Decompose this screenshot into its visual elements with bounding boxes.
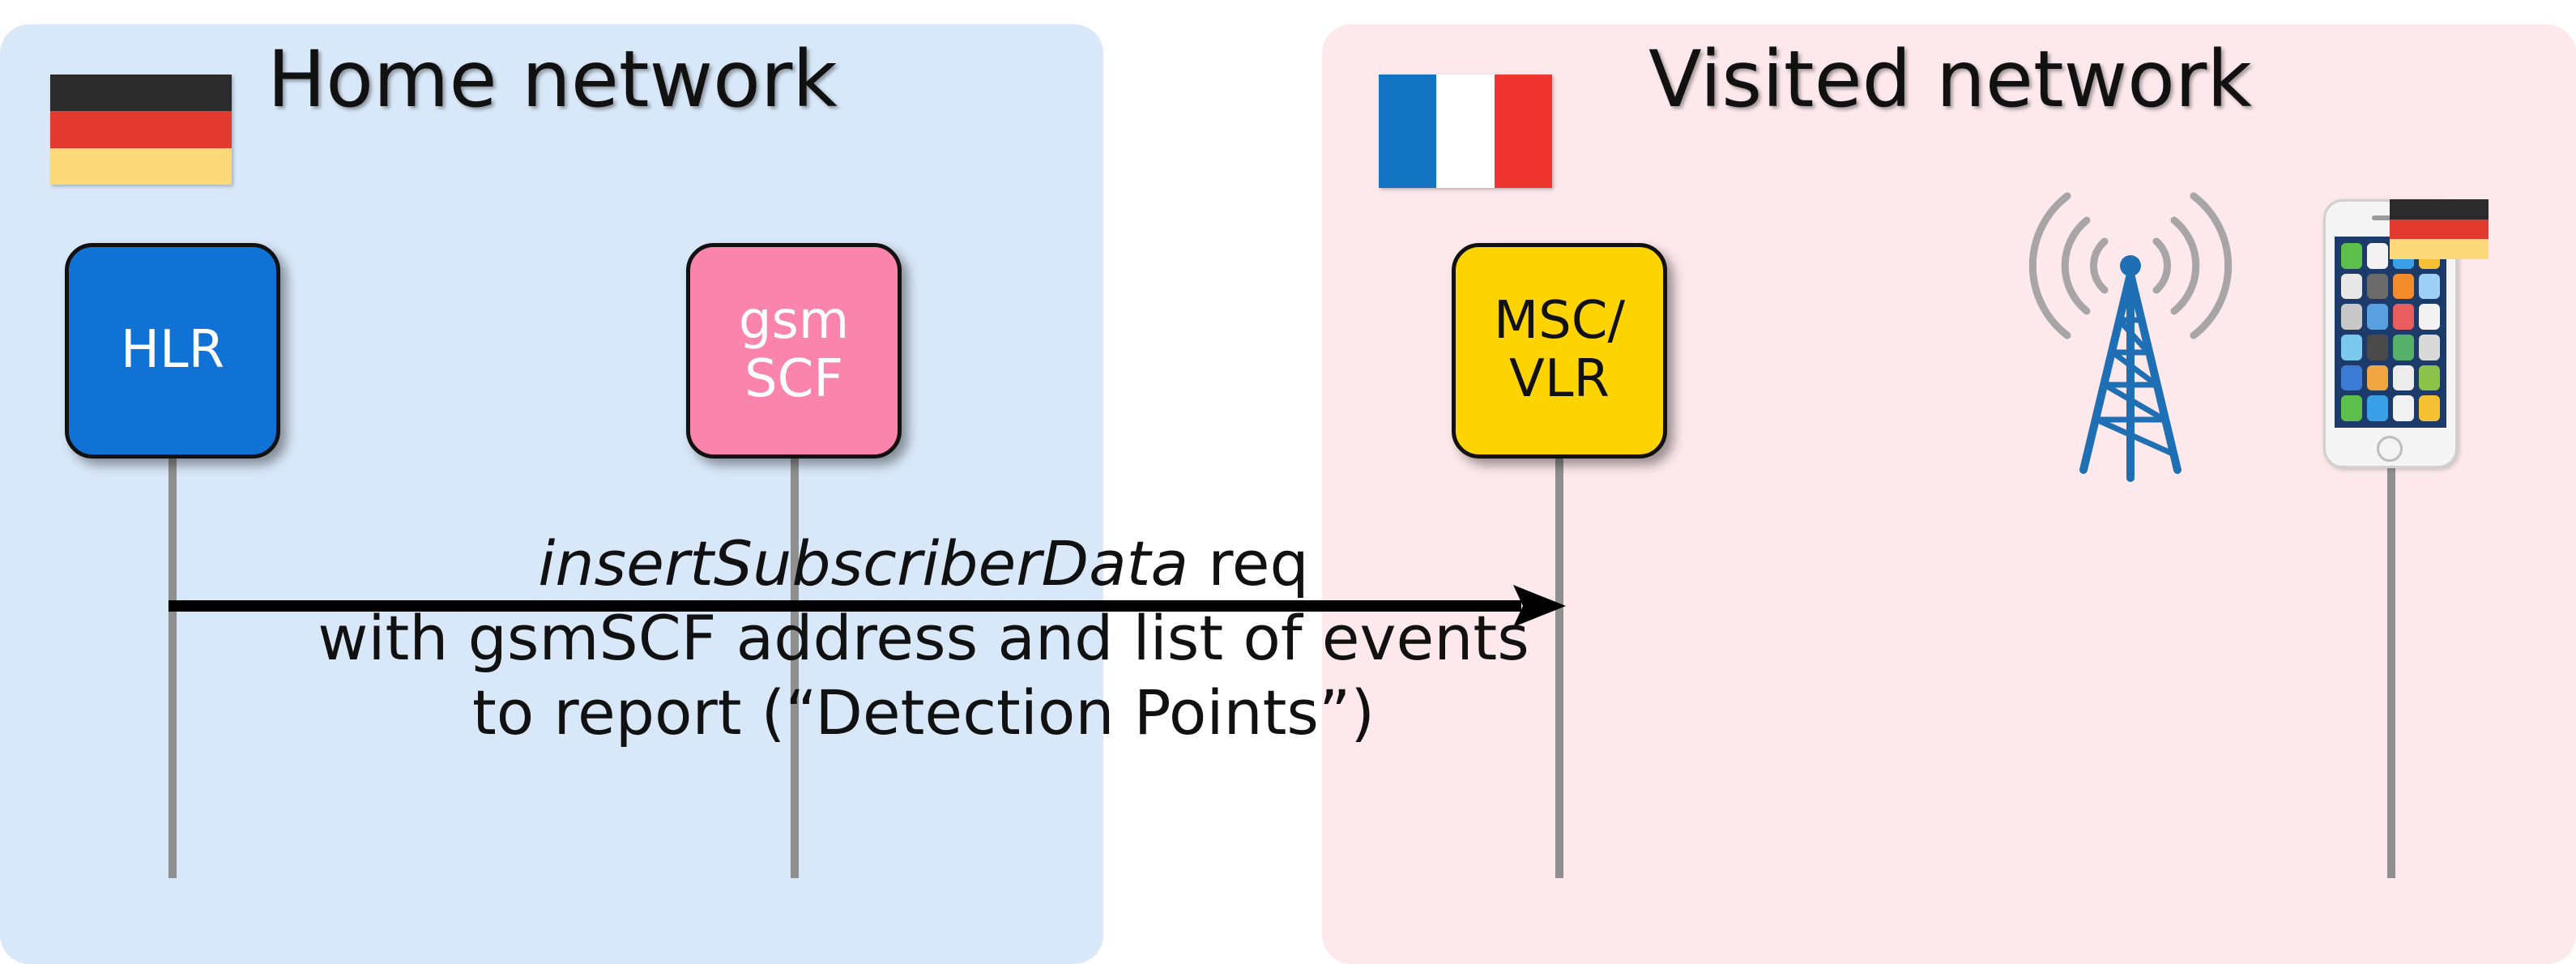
phone-lifeline	[2387, 466, 2395, 878]
message-label: insertSubscriberData req with gsmSCF add…	[122, 527, 1725, 750]
message-line-2: with gsmSCF address and list of events	[318, 602, 1529, 674]
message-line-1: insertSubscriberData req	[122, 527, 1725, 601]
france-flag	[1379, 75, 1552, 188]
hlr-label: HLR	[120, 320, 225, 381]
home-network-title: Home network	[267, 34, 838, 125]
message-operation-suffix: req	[1188, 527, 1309, 599]
phone-screen	[2335, 237, 2446, 428]
visited-network-title: Visited network	[1648, 34, 2252, 125]
message-operation: insertSubscriberData	[538, 527, 1189, 599]
hlr-lifeline	[168, 454, 177, 878]
cell-tower-icon	[2028, 192, 2233, 482]
msc-vlr-lifeline	[1555, 454, 1563, 878]
germany-flag-phone	[2390, 199, 2489, 260]
hlr-node: HLR	[65, 243, 280, 459]
gsmscf-label: gsm SCF	[738, 291, 850, 409]
germany-flag	[50, 75, 232, 185]
gsmscf-node: gsm SCF	[686, 243, 902, 459]
msc-vlr-node: MSC/ VLR	[1452, 243, 1667, 459]
msc-vlr-label: MSC/ VLR	[1493, 291, 1626, 409]
gsmscf-lifeline	[791, 454, 799, 878]
mobile-phone-icon	[2323, 199, 2458, 468]
message-line-3: to report (“Detection Points”)	[471, 676, 1375, 749]
insert-subscriber-data-arrow	[168, 585, 1566, 627]
